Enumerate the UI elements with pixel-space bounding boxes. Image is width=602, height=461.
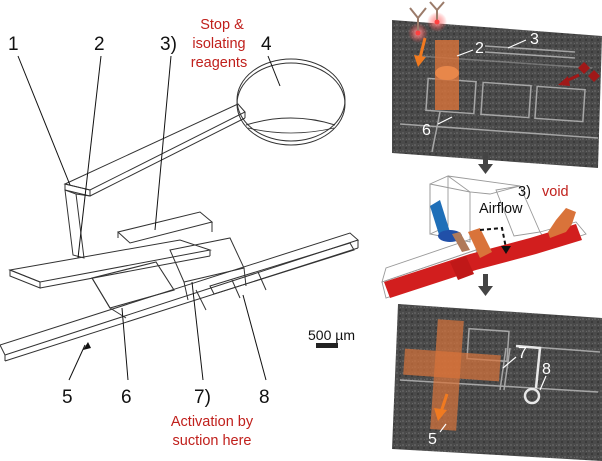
bottom-channel-top	[0, 232, 359, 356]
callout-1: 1	[8, 34, 19, 55]
callout-2: 2	[94, 34, 105, 55]
callout-5: 5	[62, 387, 73, 408]
stop-note: Stop & isolating reagents	[191, 17, 247, 71]
void-label-word: void	[542, 184, 569, 200]
top-micrograph-labels: 2 3 6	[422, 31, 539, 139]
down-arrow-1	[478, 152, 493, 174]
void-schematic	[381, 175, 587, 299]
scale-bar	[316, 343, 338, 348]
chamber-well	[91, 261, 175, 309]
svg-text:Activation by: Activation by	[171, 414, 254, 430]
svg-text:isolating: isolating	[192, 36, 245, 52]
void-label-number: 3)	[518, 184, 531, 200]
photo-label-2: 2	[475, 40, 484, 57]
callout-6: 6	[121, 387, 132, 408]
activation-note: Activation by suction here	[171, 414, 254, 449]
photo-label-7: 7	[518, 345, 527, 362]
side-channel	[209, 242, 355, 295]
callout-7: 7)	[194, 387, 211, 408]
svg-text:Stop &: Stop &	[200, 17, 244, 33]
arrow-head	[83, 342, 91, 350]
airflow-label: Airflow	[479, 201, 523, 217]
upper-well-top	[116, 211, 214, 244]
bottom-micrograph	[392, 304, 602, 461]
drop-channel	[64, 189, 85, 259]
valve-chamber	[169, 237, 245, 283]
scale-bar-label: 500 µm	[308, 327, 355, 343]
svg-text:reagents: reagents	[191, 55, 247, 71]
photo-label-3: 3	[530, 31, 539, 48]
down-arrow-2	[478, 274, 493, 296]
chamber-top	[8, 239, 212, 283]
callout-numbers: 1 2 3) 4 5 6 7) 8	[8, 34, 272, 408]
photo-label-5: 5	[428, 431, 437, 448]
upper-channel-top	[63, 103, 246, 191]
top-micrograph	[392, 1, 602, 168]
bottom-micrograph-labels: 7 8 5	[428, 345, 551, 448]
device-line-drawing	[0, 58, 359, 362]
photo-label-8: 8	[542, 361, 551, 378]
void-schematic-labels: Airflow 3) void	[479, 184, 569, 217]
photo-label-6: 6	[422, 122, 431, 139]
callout-leaders	[17, 55, 281, 381]
callout-4: 4	[261, 34, 272, 55]
callout-3: 3)	[160, 34, 177, 55]
callout-8: 8	[259, 387, 270, 408]
reservoir	[236, 58, 346, 142]
svg-text:suction here: suction here	[173, 433, 252, 449]
